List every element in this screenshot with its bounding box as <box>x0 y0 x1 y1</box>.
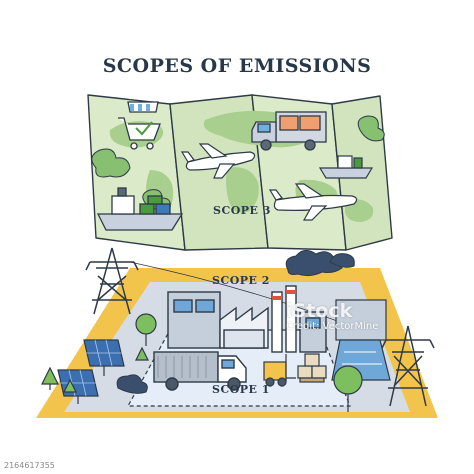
trees <box>41 313 363 412</box>
airplane-bottom <box>268 183 358 221</box>
power-tower-left <box>85 247 139 315</box>
map-ship-large <box>96 187 184 231</box>
map-ship-small <box>318 155 374 179</box>
forklift-and-boxes <box>263 353 327 387</box>
scope3-label: SCOPE 3 <box>213 204 271 217</box>
watermark-credit: Credit: VectorMine <box>286 321 379 332</box>
map-truck <box>251 111 327 151</box>
watermark-brand: iStock <box>286 300 353 322</box>
scope2-label: SCOPE 2 <box>212 274 270 287</box>
factory-smoke <box>285 250 355 277</box>
scope1-label: SCOPE 1 <box>212 383 270 396</box>
scope1-smoke <box>116 374 148 394</box>
power-tower-right <box>381 325 435 407</box>
factory-building <box>167 285 327 353</box>
scope1-truck <box>153 351 247 391</box>
page-title: SCOPES OF EMISSIONS <box>102 55 372 77</box>
image-id: 2164617355 <box>4 461 55 470</box>
store-cart-icon <box>118 101 161 150</box>
airplane-top <box>180 143 256 179</box>
